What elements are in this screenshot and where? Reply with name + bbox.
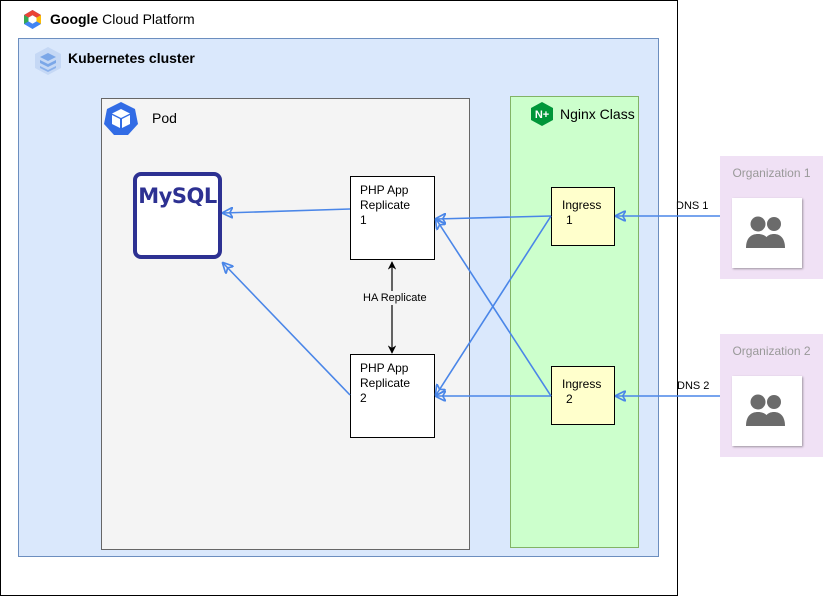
php-app-replicate-2[interactable]: PHP App Replicate 2	[350, 354, 435, 438]
nginx-logo-text: N+	[535, 109, 549, 121]
edge-ingress2-to-php1	[436, 219, 552, 397]
ingress-2-line2: 2	[566, 392, 573, 406]
gcp-product: Cloud Platform	[102, 11, 195, 27]
php-app-1-line1: PHP App	[360, 183, 409, 197]
pod-label: Pod	[152, 110, 177, 126]
mysql-logo-text: MySQL	[138, 184, 217, 208]
edge-ingress1-to-php2	[436, 215, 552, 395]
mysql-logo: MySQL	[133, 172, 222, 259]
google-cloud-logo-icon	[24, 10, 41, 29]
users-group-icon	[746, 394, 785, 426]
ingress-1-line2: 1	[566, 213, 573, 227]
ha-replicate-label: HA Replicate	[361, 291, 429, 305]
ingress-1[interactable]: Ingress 1	[551, 187, 615, 246]
php-app-1-line2: Replicate	[360, 198, 411, 212]
ingress-1-line1: Ingress	[562, 198, 602, 212]
kubernetes-pod-icon	[104, 102, 138, 135]
organization-2-label: Organization 2	[732, 344, 811, 358]
cluster-label: Kubernetes cluster	[68, 50, 195, 66]
organization-2-card	[732, 376, 802, 446]
nginx-class-container	[510, 96, 639, 548]
gcp-brand: Google	[50, 11, 99, 27]
organization-1[interactable]: Organization 1	[720, 156, 823, 279]
organization-1-label: Organization 1	[732, 166, 811, 180]
php-app-2-line2: Replicate	[360, 376, 411, 390]
dns-1-label: DNS 1	[676, 200, 709, 212]
php-app-1-line3: 1	[360, 213, 367, 227]
php-app-2-line1: PHP App	[360, 361, 409, 375]
php-app-replicate-1[interactable]: PHP App Replicate 1	[350, 176, 435, 260]
php-app-2-line3: 2	[360, 391, 367, 405]
organization-1-card	[732, 198, 802, 268]
edge-ingress1-to-php1	[436, 216, 552, 219]
nginx-label: Nginx Class	[560, 106, 635, 122]
ingress-2-line1: Ingress	[562, 377, 602, 391]
dns-2-label: DNS 2	[677, 380, 710, 392]
users-group-icon	[746, 216, 785, 248]
edge-php2-to-mysql	[223, 263, 351, 396]
edge-php1-to-mysql	[223, 209, 351, 213]
nginx-logo-icon: N+	[531, 102, 553, 126]
gcp-title: Google Cloud Platform	[50, 11, 195, 27]
cluster-icon	[35, 47, 61, 75]
organization-2[interactable]: Organization 2	[720, 334, 823, 457]
